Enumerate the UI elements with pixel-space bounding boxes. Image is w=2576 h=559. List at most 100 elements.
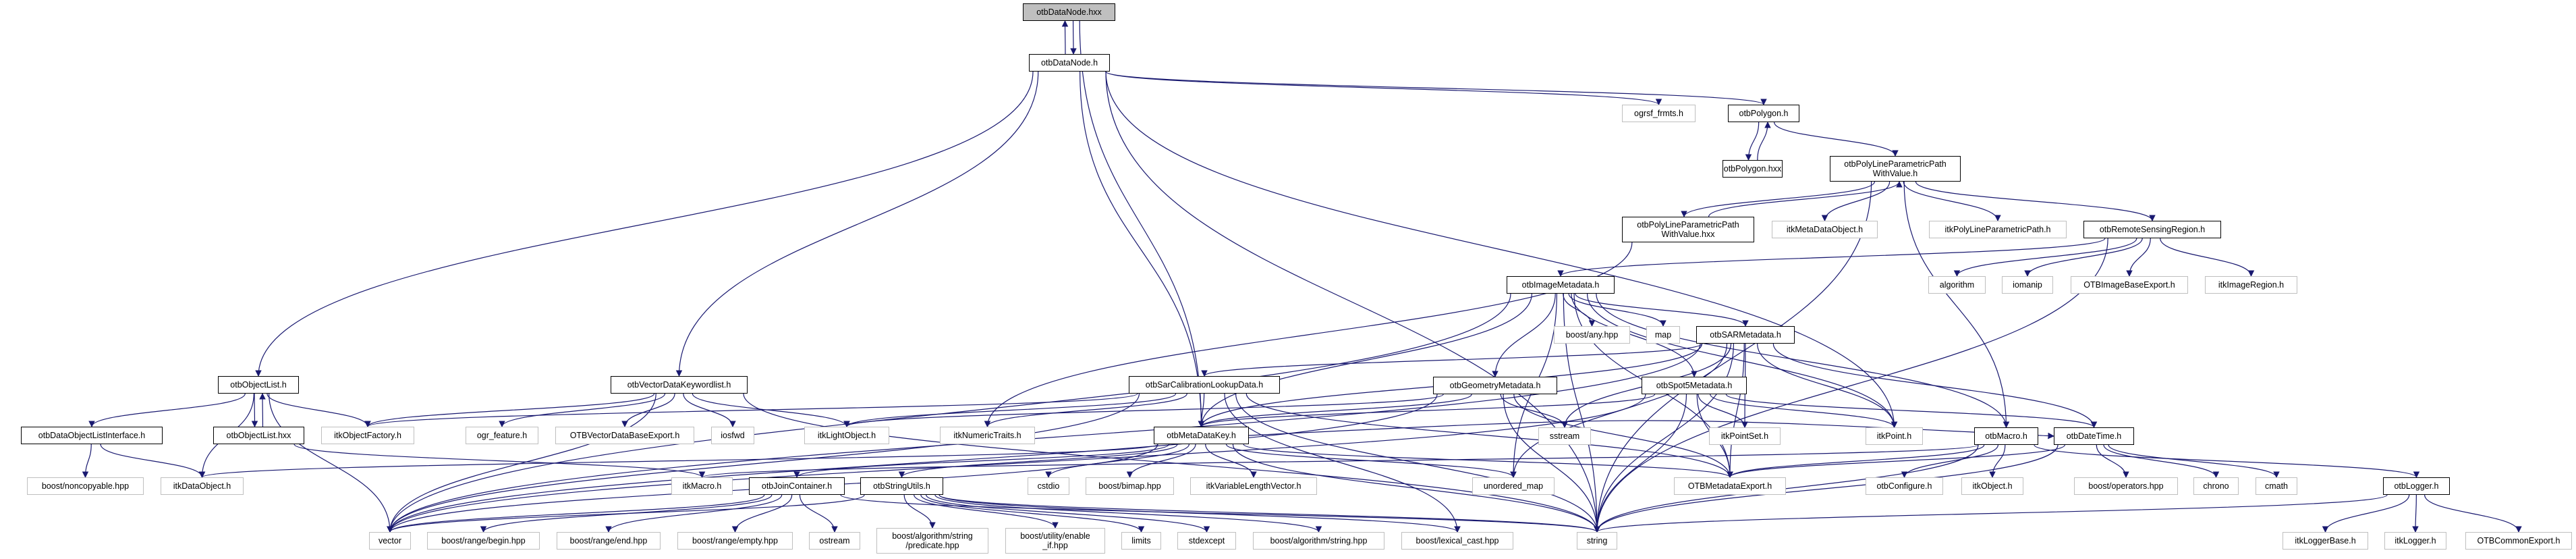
- node-label: otbSarCalibrationLookupData.h: [1145, 380, 1264, 390]
- node-label: otbGeometryMetadata.h: [1449, 381, 1541, 390]
- edge-dolist-to-dataobj: [100, 444, 206, 478]
- graph-node-rsregion[interactable]: otbRemoteSensingRegion.h: [2083, 221, 2221, 238]
- edge-geom-to-itklight: [843, 394, 1444, 427]
- edge-join-to-string: [840, 494, 1600, 533]
- graph-node-point: itkPoint.h: [1866, 427, 1923, 445]
- graph-node-imgmd[interactable]: otbImageMetadata.h: [1507, 276, 1615, 294]
- edge-polyline_hxx-to-polyline_h: [1708, 181, 1903, 217]
- graph-node-string: string: [1577, 532, 1617, 550]
- edge-geom-to-mdexp: [1513, 394, 1733, 478]
- edge-strutil-to-limits: [920, 494, 1145, 533]
- node-label: otbDataNode.hxx: [1036, 7, 1102, 17]
- graph-node-logger[interactable]: otbLogger.h: [2383, 477, 2450, 495]
- node-label: cmath: [2264, 481, 2289, 491]
- node-label: boost/utility/enable: [1020, 531, 1090, 541]
- node-label: OTBImageBaseExport.h: [2083, 280, 2175, 290]
- node-label: /predicate.hpp: [905, 541, 959, 550]
- edge-dn_h-to-mdk: [1080, 71, 1205, 427]
- node-label: itkPoint.h: [1876, 431, 1912, 441]
- edge-polyline_h-to-polypath: [1903, 181, 2001, 221]
- graph-node-bimap: boost/bimap.hpp: [1086, 477, 1174, 495]
- graph-node-geom[interactable]: otbGeometryMetadata.h: [1433, 377, 1557, 394]
- edge-imgmd-to-mdk: [1198, 293, 1532, 427]
- node-label: OTBVectorDataBaseExport.h: [569, 431, 680, 440]
- edge-polygon_hxx-to-polygon_h: [1757, 122, 1771, 161]
- graph-node-umap: unordered_map: [1472, 477, 1555, 495]
- graph-node-sarcal[interactable]: otbSarCalibrationLookupData.h: [1129, 376, 1280, 394]
- edge-sarcal-to-itkobjfac: [364, 393, 1138, 427]
- edge-vdkw-to-iosfwd: [683, 393, 736, 427]
- node-label: boost/range/end.hpp: [569, 536, 648, 545]
- edge-datetime-to-cmath: [2108, 444, 2280, 478]
- node-label: itkVariableLengthVector.h: [1206, 481, 1301, 491]
- node-label: boost/lexical_cast.hpp: [1416, 536, 1499, 545]
- edge-macro-to-itkobject: [1989, 444, 2006, 478]
- node-label: map: [1654, 330, 1672, 340]
- node-label: boost/operators.hpp: [2088, 481, 2164, 491]
- edge-sarmd-to-vector: [387, 343, 1701, 533]
- edge-strutil-to-stdexcept: [926, 494, 1210, 533]
- graph-node-polygon-h[interactable]: otbPolygon.h: [1728, 105, 1799, 122]
- node-label: itkLoggerBase.h: [2295, 536, 2356, 545]
- edge-macro-to-string: [1594, 444, 1979, 533]
- graph-node-itkmacro: itkMacro.h: [671, 477, 733, 495]
- graph-node-configure: otbConfigure.h: [1866, 477, 1943, 495]
- edge-mdk-to-strutil: [898, 444, 1178, 478]
- edge-vdkw-to-string: [743, 393, 1600, 533]
- node-label: iomanip: [2013, 280, 2042, 290]
- graph-node-empty: boost/range/empty.hpp: [677, 532, 793, 550]
- node-label: itkMetaDataObject.h: [1786, 225, 1864, 234]
- graph-node-sarmd[interactable]: otbSARMetadata.h: [1696, 326, 1795, 344]
- graph-node-objlist-h[interactable]: otbObjectList.h: [218, 376, 299, 394]
- node-label: boost/range/begin.hpp: [441, 536, 526, 545]
- node-label: WithValue.hxx: [1661, 230, 1715, 239]
- node-label: string: [1586, 536, 1608, 545]
- edge-datetime-to-string: [1594, 444, 2059, 533]
- node-label: boost/noncopyable.hpp: [41, 481, 130, 491]
- edge-mdk-to-mdexp: [1243, 444, 1733, 478]
- edge-dn_h-to-vdkw: [675, 71, 1039, 377]
- node-label: OTBMetadataExport.h: [1687, 481, 1772, 491]
- graph-node-vdbexp: OTBVectorDataBaseExport.h: [555, 427, 694, 444]
- edge-join-to-empty: [731, 494, 793, 533]
- graph-node-macro[interactable]: otbMacro.h: [1974, 427, 2038, 445]
- graph-node-vdkw[interactable]: otbVectorDataKeywordlist.h: [611, 376, 748, 394]
- graph-node-strutil[interactable]: otbStringUtils.h: [860, 477, 943, 495]
- edge-mdk-to-cstdio: [1045, 444, 1189, 478]
- graph-node-dn-h[interactable]: otbDataNode.h: [1029, 54, 1110, 72]
- graph-node-objlist-hxx[interactable]: otbObjectList.hxx: [213, 427, 304, 444]
- edge-rsregion-to-imgbaseexp: [2126, 238, 2151, 277]
- graph-node-mdk[interactable]: otbMetaDataKey.h: [1154, 427, 1249, 444]
- graph-node-end: boost/range/end.hpp: [557, 532, 661, 550]
- edge-macro-to-logger: [2034, 444, 2420, 478]
- graph-node-join[interactable]: otbJoinContainer.h: [749, 477, 845, 495]
- graph-node-commonexp: OTBCommonExport.h: [2465, 532, 2572, 550]
- node-label: itkObjectFactory.h: [334, 431, 401, 440]
- graph-node-hxx[interactable]: otbDataNode.hxx: [1023, 3, 1115, 21]
- graph-node-imgbaseexp: OTBImageBaseExport.h: [2071, 276, 2188, 294]
- edge-logger-to-string: [1594, 494, 2388, 533]
- graph-node-lexcast: boost/lexical_cast.hpp: [1401, 532, 1513, 550]
- graph-node-algorithm: algorithm: [1928, 276, 1986, 294]
- node-label: _if.hpp: [1042, 541, 1068, 550]
- graph-node-spot5[interactable]: otbSpot5Metadata.h: [1642, 377, 1747, 394]
- edge-polyline_hxx-to-numtraits: [984, 242, 1633, 427]
- node-label: otbSpot5Metadata.h: [1656, 381, 1733, 390]
- graph-node-numtraits: itkNumericTraits.h: [940, 427, 1035, 444]
- node-label: itkPolyLineParametricPath.h: [1944, 225, 2051, 234]
- graph-node-ogrsf: ogrsf_frmts.h: [1622, 105, 1696, 122]
- node-label: otbImageMetadata.h: [1521, 280, 1600, 290]
- graph-node-datetime[interactable]: otbDateTime.h: [2054, 427, 2134, 445]
- node-label: boost/algorithm/string: [892, 531, 973, 541]
- node-label: limits: [1131, 536, 1151, 545]
- edge-macro-to-mdexp: [1727, 444, 1985, 478]
- node-label: otbObjectList.hxx: [226, 431, 291, 440]
- edge-sarmd-to-sarcal: [1201, 343, 1703, 377]
- graph-node-dataobj: itkDataObject.h: [161, 477, 244, 495]
- graph-node-polygon-hxx[interactable]: otbPolygon.hxx: [1723, 160, 1783, 178]
- node-label: otbStringUtils.h: [873, 481, 930, 491]
- edge-hxx-to-mdk: [1079, 20, 1205, 427]
- graph-node-dolist[interactable]: otbDataObjectListInterface.h: [21, 427, 163, 444]
